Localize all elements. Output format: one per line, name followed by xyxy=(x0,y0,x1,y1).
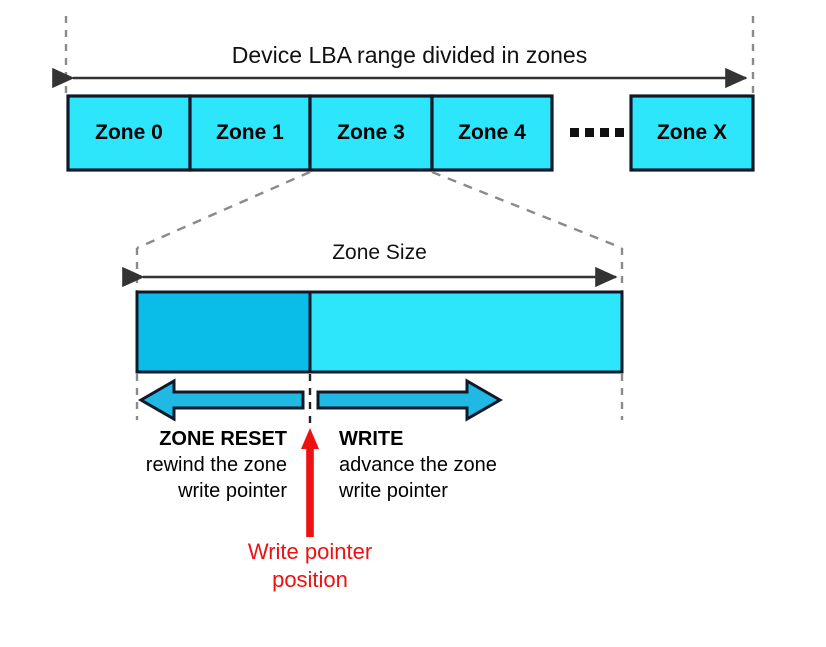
lba-range-title: Device LBA range divided in zones xyxy=(231,42,588,68)
zone-label-0: Zone 0 xyxy=(95,121,163,144)
write-op-desc-line1: advance the zone xyxy=(339,454,497,476)
write-pointer-label-line1: Write pointer xyxy=(247,539,373,564)
zone-box-2 xyxy=(308,94,434,172)
zone-detail-bar xyxy=(135,290,624,374)
ellipsis-dots xyxy=(570,128,624,137)
zone-size-title: Zone Size xyxy=(332,241,427,264)
zone-box-3 xyxy=(430,94,554,172)
write-op-title: WRITE xyxy=(339,428,404,450)
write-pointer-arrow xyxy=(301,428,319,537)
zone-reset-arrow xyxy=(137,378,305,422)
callout-left-line xyxy=(136,170,311,250)
write-pointer-label-line2: position xyxy=(272,567,348,592)
written-region xyxy=(135,290,312,374)
write-op-desc-line2: write pointer xyxy=(339,480,448,502)
zone-label-last: Zone X xyxy=(656,121,727,144)
unwritten-region xyxy=(308,290,624,374)
zone-box-last xyxy=(629,94,755,172)
zone-label-1: Zone 1 xyxy=(216,121,284,144)
callout-right-line xyxy=(431,170,623,250)
zone-boxes xyxy=(66,94,755,172)
zone-reset-desc-line1: rewind the zone xyxy=(145,454,287,476)
zone-reset-title: ZONE RESET xyxy=(159,428,287,450)
zone-label-3: Zone 4 xyxy=(458,121,526,144)
zone-reset-desc-line2: write pointer xyxy=(178,480,287,502)
write-arrow xyxy=(316,378,504,422)
zone-box-1 xyxy=(188,94,312,172)
zone-label-2: Zone 3 xyxy=(337,121,405,144)
